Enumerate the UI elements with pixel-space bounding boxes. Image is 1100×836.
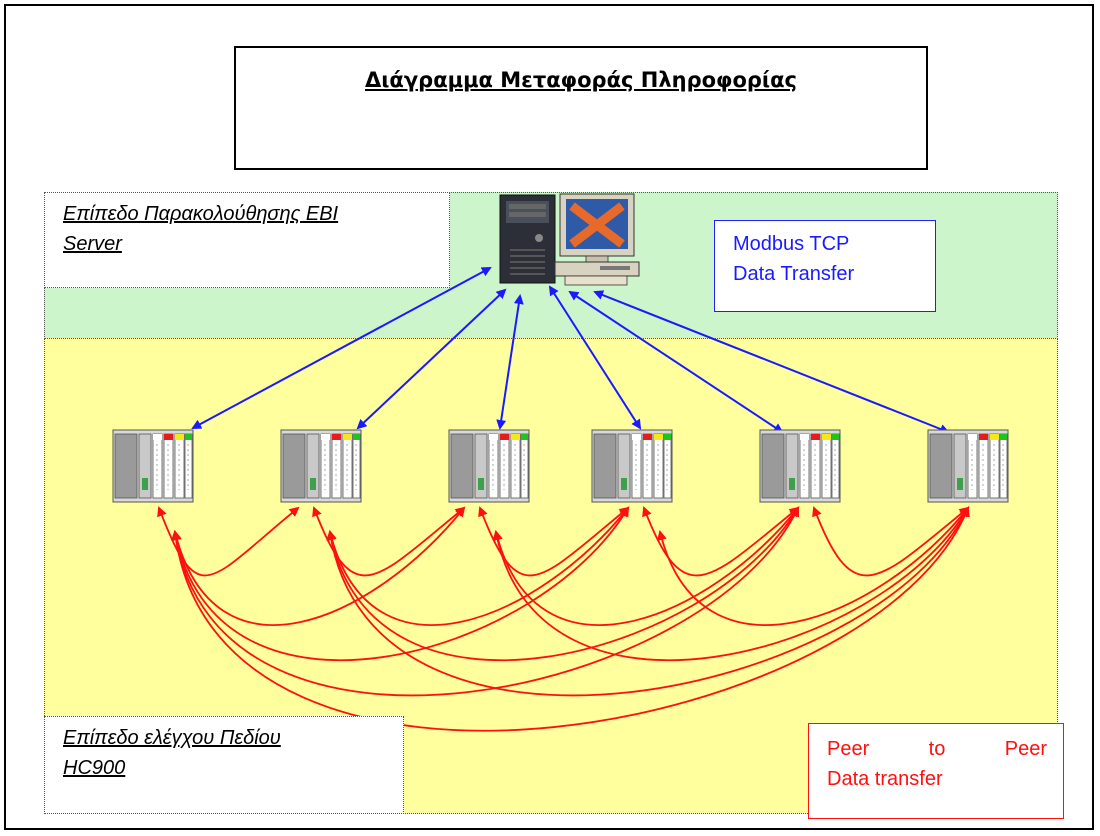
- peer-link: [312, 506, 466, 577]
- diagram-title: Διάγραμμα Μεταφοράς Πληροφορίας: [365, 68, 797, 92]
- peer-link: [172, 506, 466, 626]
- peer-link: [642, 506, 800, 577]
- peer-link: [171, 506, 970, 732]
- field-level-label-line1: Επίπεδο ελέγχου Πεδίου: [63, 727, 281, 749]
- modbus-label-line1: Modbus TCP: [733, 233, 850, 255]
- plc-rack-icon: [759, 429, 841, 503]
- field-level-label-line2: HC900: [63, 757, 126, 779]
- plc-rack-icon: [112, 429, 194, 503]
- monitoring-level-label-line2: Server: [63, 233, 122, 255]
- peer-link: [812, 506, 970, 577]
- peer-link: [327, 506, 630, 626]
- peer-link: [157, 506, 300, 577]
- plc-rack-icon: [280, 429, 362, 503]
- peer-link: [326, 506, 800, 662]
- peer-link: [326, 506, 970, 697]
- workstation-icon: [554, 193, 640, 286]
- modbus-links: [191, 267, 950, 434]
- modbus-link: [191, 267, 492, 429]
- peer-label-line2: Data transfer: [827, 768, 943, 790]
- peer-word-2: to: [928, 738, 946, 760]
- modbus-link: [593, 290, 950, 434]
- peer-link: [171, 506, 800, 697]
- peer-links: [157, 506, 970, 732]
- modbus-link: [356, 288, 507, 430]
- modbus-label-line2: Data Transfer: [733, 263, 855, 285]
- peer-link: [492, 506, 970, 662]
- outer-frame: [4, 4, 1094, 830]
- peer-link: [478, 506, 630, 577]
- peer-link: [657, 506, 970, 626]
- monitoring-level-label-line1: Επίπεδο Παρακολούθησης EBI: [63, 203, 339, 225]
- peer-word-1: Peer: [827, 738, 870, 760]
- plc-rack-icon: [448, 429, 530, 503]
- controllers-row: [112, 429, 1009, 503]
- modbus-link: [568, 290, 784, 434]
- plc-rack-icon: [927, 429, 1009, 503]
- peer-word-3: Peer: [1004, 738, 1047, 760]
- peer-label-box: Peer to Peer Data transfer: [808, 723, 1064, 819]
- field-control-level-label: Επίπεδο ελέγχου Πεδίου HC900: [44, 716, 404, 814]
- peer-link: [493, 506, 800, 626]
- peer-link: [171, 506, 630, 661]
- plc-rack-icon: [591, 429, 673, 503]
- title-box: Διάγραμμα Μεταφοράς Πληροφορίας: [234, 46, 928, 170]
- peer-label-line1: Peer to Peer: [827, 734, 1047, 764]
- modbus-link: [496, 294, 524, 430]
- tower-server-icon: [499, 194, 556, 284]
